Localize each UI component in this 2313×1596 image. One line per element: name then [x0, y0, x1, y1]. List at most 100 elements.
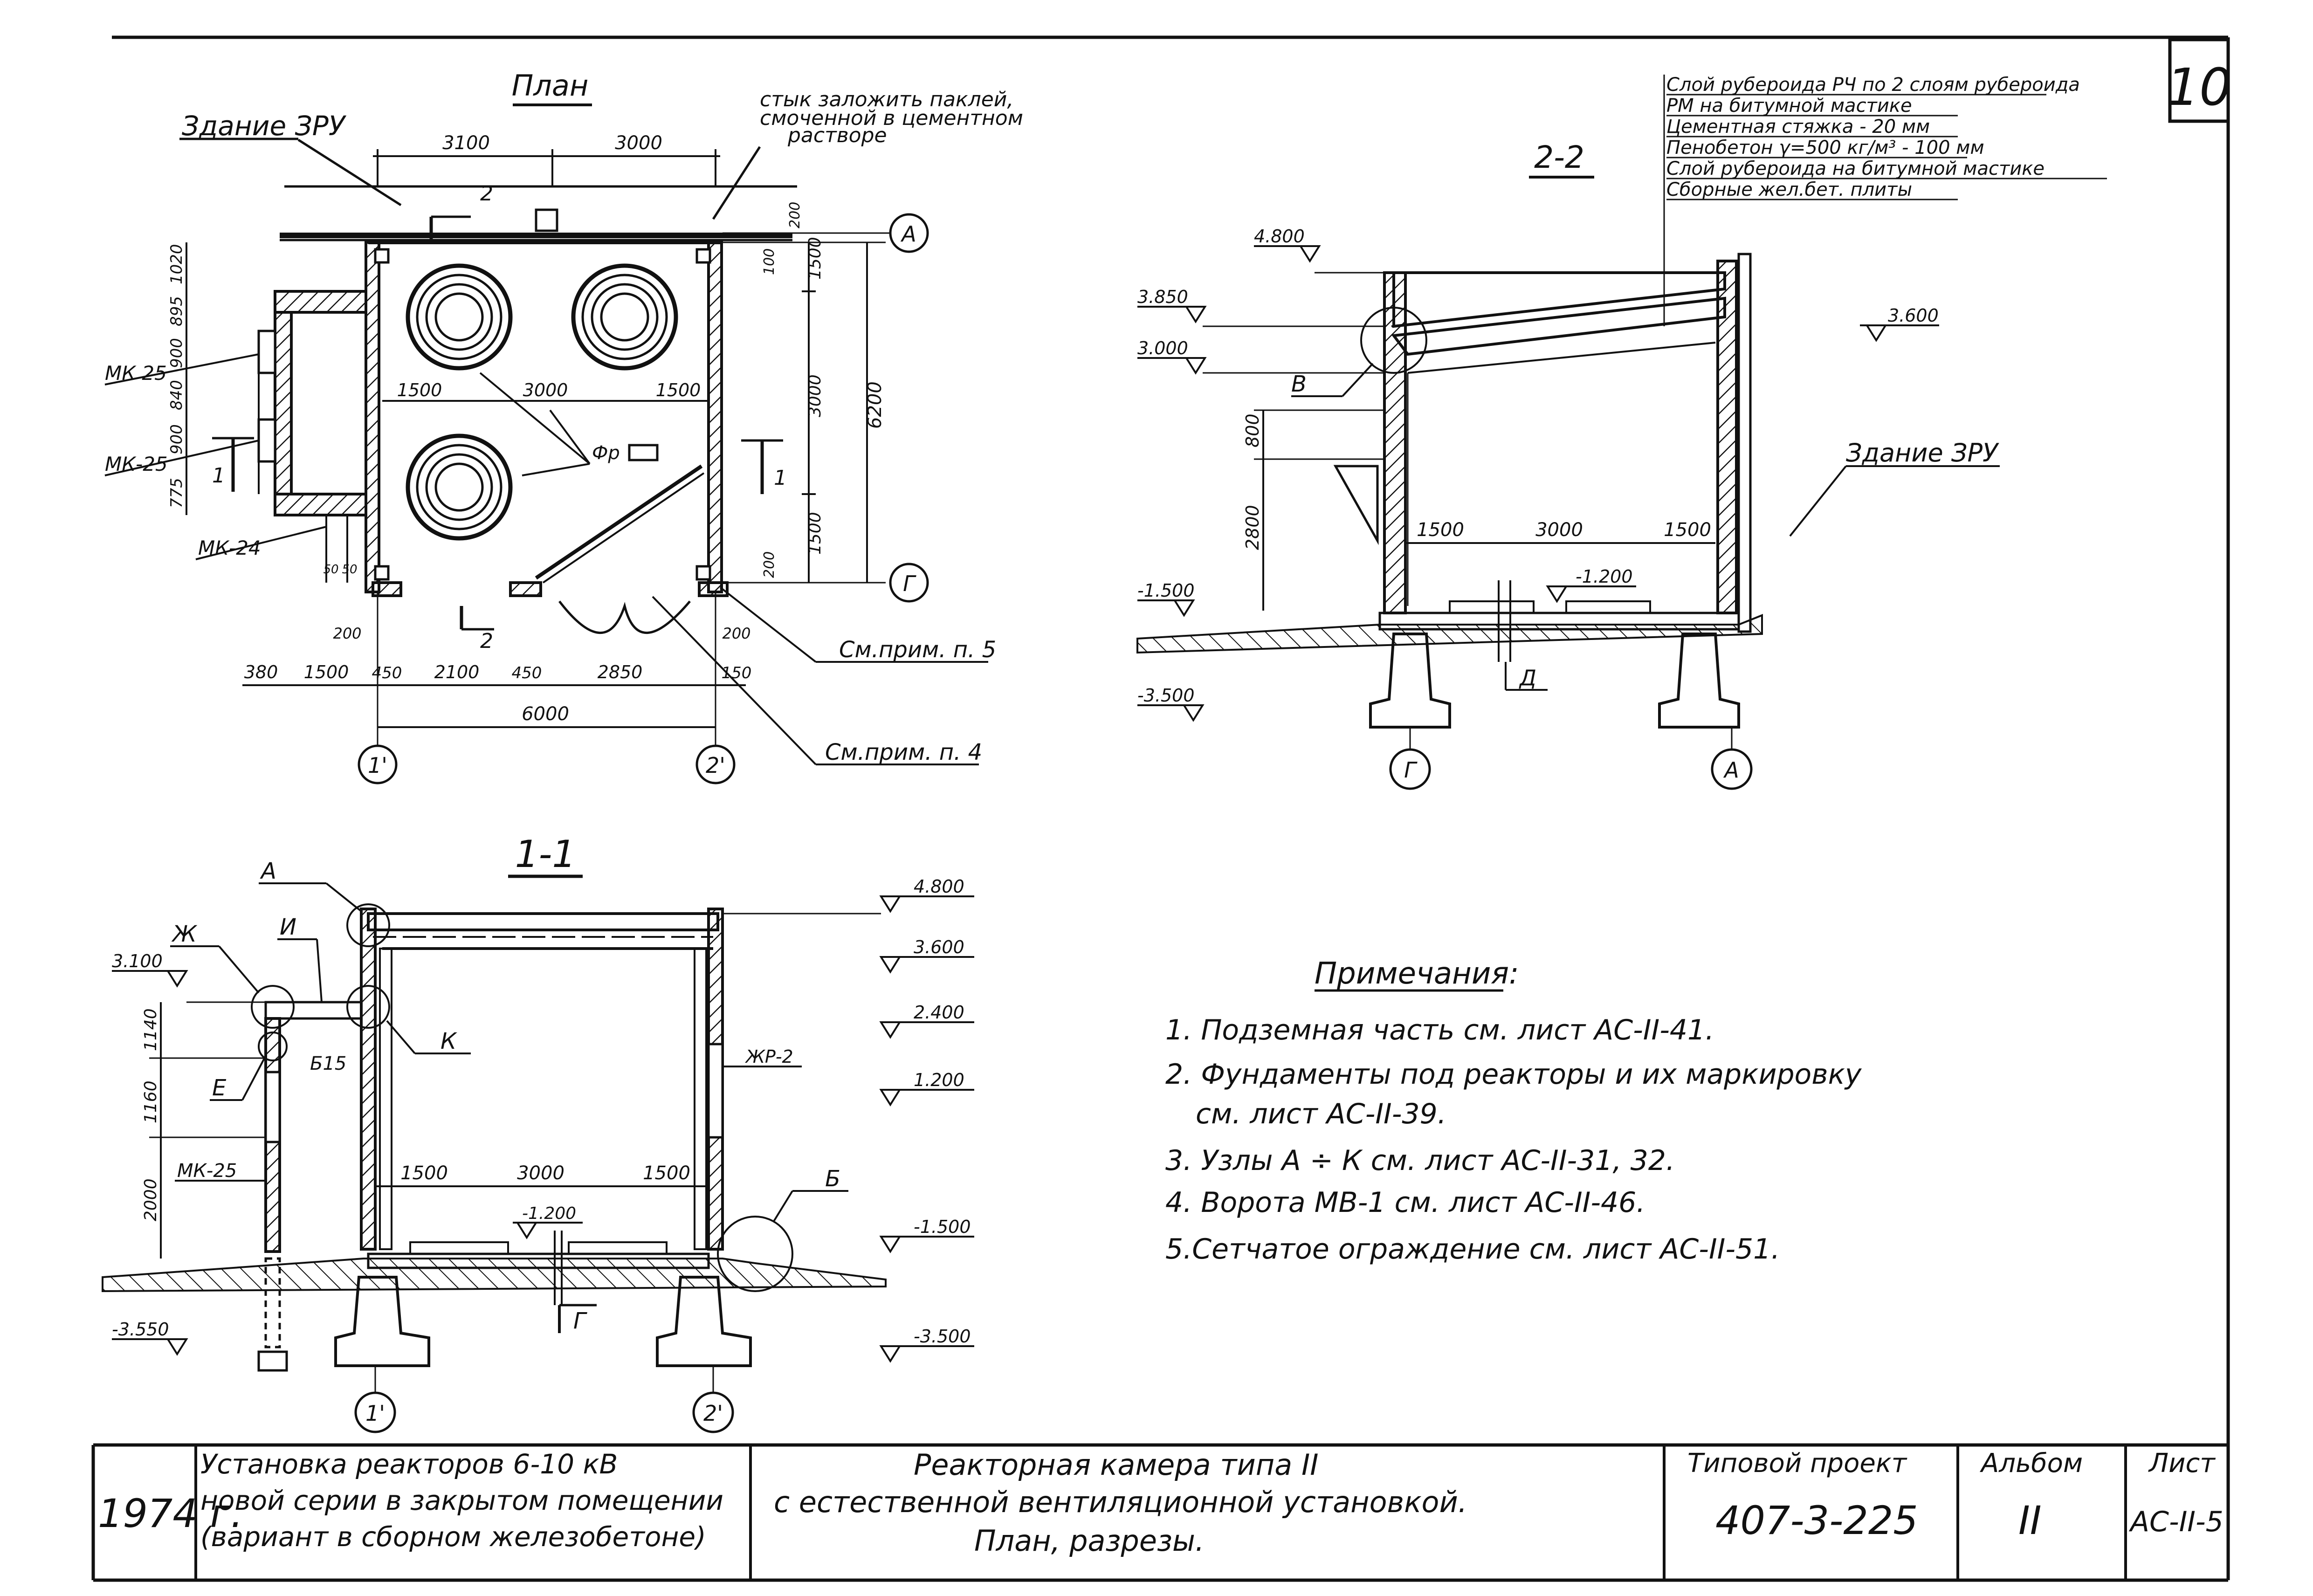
dim-right-100: 100 — [761, 248, 778, 275]
joint-note-line3: растворе — [787, 124, 887, 147]
node-zh-label: Ж — [171, 921, 198, 947]
node-i-label: И — [280, 914, 296, 940]
dim-bottom-450b: 450 — [512, 664, 542, 682]
drawing-title-3: План, разрезы. — [974, 1524, 1205, 1558]
level-m3550: -3.550 — [112, 1319, 169, 1340]
joint-note-line2: смоченной в цементном — [760, 106, 1023, 130]
dim-left-6: 775 — [167, 478, 186, 508]
dim-s11-1160: 1160 — [141, 1080, 160, 1123]
dim-s11-3000: 3000 — [517, 1163, 564, 1184]
dim-bottom-50a: 50 — [323, 563, 338, 577]
dim-s11-1500a: 1500 — [400, 1163, 448, 1184]
dim-bottom-6000: 6000 — [522, 703, 569, 725]
layer-4: Пенобетон γ=500 кг/м³ - 100 мм — [1666, 137, 1984, 158]
dim-bottom-200-left: 200 — [333, 625, 361, 642]
note-3: 3. Узлы А ÷ К см. лист АС-II-31, 32. — [1165, 1144, 1675, 1177]
section11-title: 1-1 — [515, 832, 576, 876]
node-e-label: Е — [212, 1075, 227, 1101]
dim-right-1: 1500 — [805, 237, 825, 280]
node-b-label: Б — [825, 1166, 840, 1192]
section22-building-label: Здание ЗРУ — [1846, 438, 1999, 468]
b15-label: Б15 — [310, 1053, 346, 1074]
typical-project-value: 407-3-225 — [1715, 1498, 1918, 1543]
level-1200-s11: 1.200 — [914, 1070, 964, 1090]
dim-left-4: 840 — [167, 380, 186, 410]
cut-g-label: Г — [573, 1308, 587, 1334]
drawing-title-2: с естественной вентиляционной установкой… — [774, 1485, 1467, 1519]
drawing-title-1: Реакторная камера типа II — [914, 1448, 1319, 1482]
plan-title: План — [512, 69, 589, 103]
section11-left-wall — [360, 908, 377, 1251]
level-4800-s22: 4.800 — [1254, 226, 1305, 247]
dim-inner-2: 3000 — [523, 380, 568, 400]
reactor-top-right — [571, 263, 678, 371]
plan-building-label: Здание ЗРУ — [182, 110, 347, 142]
album-label: Альбом — [1981, 1448, 2083, 1479]
dim-s22-2800: 2800 — [1242, 505, 1263, 550]
level-m1500-s22: -1.500 — [1137, 580, 1195, 601]
level-m1200-s22: -1.200 — [1576, 566, 1633, 587]
level-m1500-s11: -1.500 — [914, 1217, 971, 1237]
notes-title: Примечания: — [1315, 956, 1519, 991]
note-5: 5.Сетчатое ограждение см. лист АС-II-51. — [1165, 1233, 1780, 1266]
dim-bottom-2100: 2100 — [434, 662, 480, 682]
notes-block: Примечания: 1. Подземная часть см. лист … — [1165, 956, 1862, 1266]
level-4800-s11: 4.800 — [914, 876, 964, 897]
plan-left-wall — [365, 241, 380, 593]
see-note-5: См.прим. п. 5 — [839, 637, 996, 663]
sheet-number-box — [2168, 38, 2230, 123]
node-k-label: К — [441, 1028, 457, 1054]
level-2400-s11: 2.400 — [914, 1002, 964, 1023]
dim-left-1: 1020 — [167, 244, 186, 284]
dim-bottom-2850: 2850 — [598, 662, 643, 682]
layer-5: Слой рубероида на битумной мастике — [1666, 158, 2045, 179]
reactor-bottom — [406, 433, 513, 541]
s22-axis-g: Г — [1404, 757, 1418, 783]
note-1: 1. Подземная часть см. лист АС-II-41. — [1165, 1014, 1714, 1046]
level-3600-s11: 3.600 — [914, 937, 964, 957]
sheet-label: Лист — [2149, 1448, 2215, 1479]
dim-s11-1500b: 1500 — [643, 1163, 690, 1184]
plan-axis-2: 2' — [706, 753, 725, 778]
see-note-4: См.прим. п. 4 — [825, 739, 982, 765]
level-3000: 3.000 — [1137, 338, 1188, 358]
plan-axis-a: А — [900, 221, 916, 247]
level-3850: 3.850 — [1137, 287, 1188, 307]
dim-left-2: 895 — [167, 296, 186, 326]
s11-axis-1: 1' — [365, 1401, 385, 1426]
project-desc-2: новой серии в закрытом помещении — [200, 1485, 723, 1516]
level-3100: 3.100 — [112, 951, 163, 971]
node-a-label: А — [260, 858, 276, 884]
dim-bottom-50b: 50 — [342, 563, 357, 577]
dim-right-total: 6200 — [864, 381, 886, 429]
typical-project-label: Типовой проект — [1687, 1448, 1907, 1479]
plan-axis-1: 1' — [368, 753, 387, 778]
section22-right-wall — [1716, 260, 1738, 614]
dim-bottom-380: 380 — [244, 662, 278, 682]
node-v-label: В — [1291, 371, 1307, 397]
dim-inner-1: 1500 — [397, 380, 442, 400]
note-2-cont: см. лист АС-II-39. — [1196, 1098, 1446, 1130]
dim-bottom-1500: 1500 — [304, 662, 349, 682]
dim-s22-1500b: 1500 — [1664, 519, 1711, 541]
plan-axis-g: Г — [903, 571, 916, 596]
dim-left-5: 900 — [167, 424, 186, 454]
s22-axis-a: А — [1723, 757, 1739, 783]
title-year: 1974 г. — [98, 1491, 243, 1536]
dim-top-2: 3000 — [615, 132, 662, 154]
layer-1: Слой рубероида РЧ по 2 слоям рубероида — [1666, 74, 2080, 96]
project-desc-1: Установка реакторов 6-10 кВ — [200, 1448, 618, 1480]
section22-left-wall — [1383, 271, 1407, 614]
fr-label: Фр — [592, 442, 620, 464]
cut-2-top: 2 — [480, 182, 493, 206]
mk25-top-label: МК 25 — [105, 362, 167, 385]
dim-right-200-bottom: 200 — [761, 551, 778, 578]
note-4: 4. Ворота МВ-1 см. лист АС-II-46. — [1165, 1186, 1645, 1219]
dim-top-1: 3100 — [442, 132, 490, 154]
layer-6: Сборные жел.бет. плиты — [1666, 179, 1912, 200]
dim-s22-3000: 3000 — [1535, 519, 1583, 541]
plan-right-wall — [707, 241, 723, 593]
cut-1-right: 1 — [774, 466, 787, 490]
level-m3500-s22: -3.500 — [1137, 685, 1195, 706]
dim-right-2: 3000 — [805, 374, 825, 417]
